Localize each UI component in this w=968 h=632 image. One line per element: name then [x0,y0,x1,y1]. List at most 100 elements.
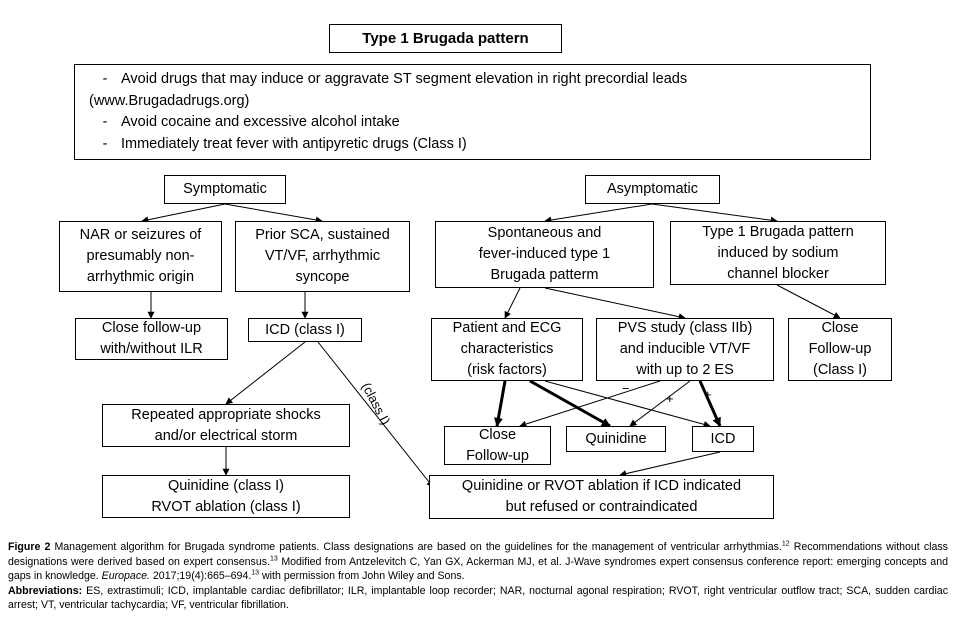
note-text: Avoid cocaine and excessive alcohol inta… [121,114,400,130]
node-symptomatic: Symptomatic [164,175,286,204]
node-label: characteristics [460,341,554,357]
node-label: (Class I) [813,362,867,378]
node-icd: ICD [692,426,754,452]
edge-patient-ecg-to-icd [544,380,711,428]
node-label: Follow-up [466,447,529,464]
edge-patient-ecg-to-close-fu [493,380,507,427]
caption-reference: 13 [251,569,260,577]
edge-pvs-to-close-fu [519,380,661,428]
edge-spontaneous-to-patient-ecg [504,287,521,319]
caption-text: Modified from Antzelevitch C, Yan GX, Ac… [8,555,948,583]
node-label: Spontaneous and [487,225,602,241]
node-label: Symptomatic [183,181,267,197]
figure-label: Figure 2 [8,541,51,553]
node-label: Quinidine (class I) [167,477,285,494]
edge-pvs-to-quinidine [629,380,691,427]
node-label: syncope [295,269,350,285]
node-close-follow-up-class-1: Close Follow-up (Class I) [788,318,892,381]
node-label: PVS study (class IIb) [617,320,753,336]
figure-caption: Figure 2 Management algorithm for Brugad… [8,540,948,613]
note-item: - Avoid drugs that may induce or aggrava… [89,69,688,91]
edge-icd-class-to-repeated [225,341,306,405]
edge-spontaneous-to-pvs [544,287,686,321]
abbreviations-label: Abbreviations: [8,584,83,597]
node-label: with up to 2 ES [636,362,734,378]
edge-symptomatic-to-nar [141,203,226,224]
note-dash: - [102,135,108,152]
node-pvs-study: PVS study (class IIb) and inducible VT/V… [596,318,774,381]
node-label: Follow-up [808,341,872,357]
edge-asymptomatic-to-spontaneous [544,203,653,224]
node-label: and/or electrical storm [154,427,298,444]
note-item: - Avoid cocaine and excessive alcohol in… [89,112,400,134]
caption-text: Recommendations without class designatio… [8,541,948,568]
edge-pvs-to-icd [698,380,722,427]
node-repeated-shocks: Repeated appropriate shocks and/or elect… [102,404,350,447]
node-icd-class-1: ICD (class I) [248,318,362,342]
node-asymptomatic: Asymptomatic [585,175,720,204]
general-recommendations-box: - Avoid drugs that may induce or aggrava… [74,64,871,160]
node-label: but refused or contraindicated [505,499,698,515]
caption-text: 2017;19(4):665–694. [152,570,252,583]
edge-icd-to-quin-or-rvot [619,451,721,477]
node-label: Close [821,320,859,336]
brugada-algorithm-diagram: Type 1 Brugada pattern - Avoid drugs tha… [59,24,892,519]
note-dash: - [102,114,108,130]
node-close-follow-up: Close Follow-up [444,426,551,465]
node-label: Quinidine [585,430,647,447]
node-label: Brugada patterm [490,267,599,283]
note-text: Immediately treat fever with antipyretic… [121,135,467,152]
node-label: Close follow-up [101,320,202,336]
node-prior-sca: Prior SCA, sustained VT/VF, arrhythmic s… [235,221,410,292]
edge-sodium-to-close-class [776,284,841,319]
node-quinidine-rvot-class-1: Quinidine (class I) RVOT ablation (class… [102,475,350,518]
node-patient-ecg: Patient and ECG characteristics (risk fa… [431,318,583,381]
node-label: Asymptomatic [606,181,699,197]
node-label: induced by sodium [717,244,839,261]
caption-reference: 13 [269,555,278,563]
node-spontaneous: Spontaneous and fever-induced type 1 Bru… [435,221,654,288]
node-label: Prior SCA, sustained [255,227,390,243]
node-label: Quinidine or RVOT ablation if ICD indica… [461,478,742,494]
node-label: fever-induced type 1 [478,246,611,262]
node-label: Type 1 Brugada pattern [702,223,854,240]
caption-text: with permission from John Wiley and Sons… [262,570,465,583]
edge-symptomatic-to-prior-sca [224,203,323,224]
node-close-follow-up-ilr: Close follow-up with/without ILR [75,318,228,360]
node-label: Close [478,426,517,443]
node-label: presumably non- [86,248,195,264]
node-label: and inducible VT/VF [619,341,751,357]
edge-label-plus-icd: + [704,387,712,402]
caption-abbreviations: Abbreviations: ES, extrastimuli; ICD, im… [8,584,948,613]
node-label: Patient and ECG [452,320,562,336]
node-label: channel blocker [727,265,829,282]
node-sodium-blocker: Type 1 Brugada pattern induced by sodium… [670,221,886,285]
node-label: arrhythmic origin [86,269,195,285]
note-item: - Immediately treat fever with antipyret… [89,134,467,156]
node-label: (risk factors) [467,362,547,378]
node-nar-seizures: NAR or seizures of presumably non- arrhy… [59,221,222,292]
node-label: RVOT ablation (class I) [151,498,301,515]
node-quinidine-or-rvot-ablation: Quinidine or RVOT ablation if ICD indica… [429,475,774,519]
edge-asymptomatic-to-sodium [651,203,778,224]
caption-journal: Europace. [101,570,150,583]
note-dash: - [102,71,108,87]
node-label: VT/VF, arrhythmic [264,248,381,264]
note-text: (www.Brugadadrugs.org) [89,92,250,109]
edge-patient-ecg-to-quinidine [529,379,611,428]
note-continuation: (www.Brugadadrugs.org) [89,91,249,113]
edge-label-minus: − [622,381,630,396]
node-label: Repeated appropriate shocks [131,406,321,423]
caption-text: Management algorithm for Brugada syndrom… [54,541,782,553]
note-text: Avoid drugs that may induce or aggravate… [121,71,688,87]
diagram-connectors [141,203,841,488]
edge-icd-class-to-quinidine-rvot [317,341,434,488]
node-label: NAR or seizures of [79,227,202,243]
caption-paragraph: Figure 2 Management algorithm for Brugad… [8,540,948,584]
node-quinidine: Quinidine [566,426,666,452]
node-label: with/without ILR [100,341,203,357]
diagram-title: Type 1 Brugada pattern [362,30,529,47]
title-box: Type 1 Brugada pattern [329,24,562,53]
abbreviations-text: ES, extrastimuli; ICD, implantable cardi… [8,584,948,612]
node-label: ICD (class I) [265,321,345,338]
